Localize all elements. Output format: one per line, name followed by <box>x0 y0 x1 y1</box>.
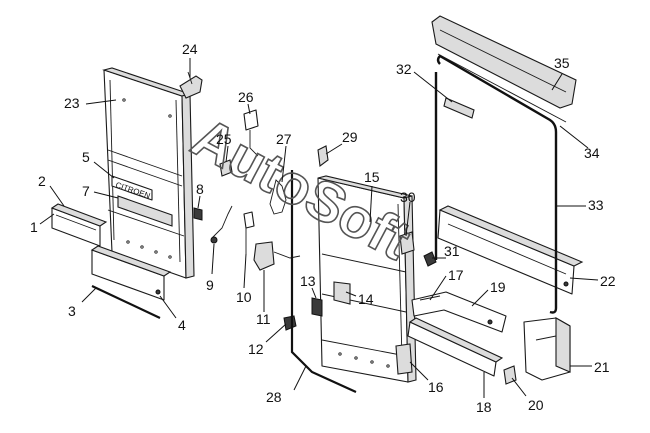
left-rear-door: CITROEN <box>102 67 195 279</box>
part-35-trim <box>431 15 577 123</box>
callout-13: 13 <box>300 273 316 289</box>
callout-20: 20 <box>528 397 544 413</box>
callout-24: 24 <box>182 41 198 57</box>
part-21-block <box>523 317 571 381</box>
callout-3: 3 <box>68 303 76 319</box>
callout-33: 33 <box>588 197 604 213</box>
callout-19: 19 <box>490 279 506 295</box>
callout-22: 22 <box>600 273 616 289</box>
part-18-bar <box>407 317 504 377</box>
callout-25: 25 <box>216 131 232 147</box>
callout-30: 30 <box>400 189 416 205</box>
part-33-seal <box>436 54 558 314</box>
hinge-parts <box>395 231 437 375</box>
callout-27: 27 <box>276 131 292 147</box>
callout-15: 15 <box>364 169 380 185</box>
callout-11: 11 <box>256 311 271 327</box>
callout-9: 9 <box>206 277 214 293</box>
callout-7: 7 <box>82 183 90 199</box>
callout-32: 32 <box>396 61 412 77</box>
callout-8: 8 <box>196 181 204 197</box>
callout-18: 18 <box>476 399 492 415</box>
callout-4: 4 <box>178 317 186 333</box>
callout-16: 16 <box>428 379 444 395</box>
part-1-plate <box>50 203 108 247</box>
callout-34: 34 <box>584 145 600 161</box>
callout-labels: 1 2 3 4 5 7 8 9 10 11 12 13 14 15 16 17 … <box>30 41 616 415</box>
callout-1: 1 <box>30 219 38 235</box>
part-22-bracket <box>437 205 584 295</box>
callout-26: 26 <box>238 89 254 105</box>
watermark: AutoSoft <box>182 105 420 272</box>
part-4-lower-panel <box>90 245 172 301</box>
callout-10: 10 <box>236 289 252 305</box>
part-28-rod <box>290 170 357 394</box>
callout-5: 5 <box>82 149 90 165</box>
callout-23: 23 <box>64 95 80 111</box>
callout-35: 35 <box>554 55 570 71</box>
small-parts-upper <box>219 109 329 215</box>
part-3-rod <box>91 285 161 319</box>
callout-14: 14 <box>358 291 374 307</box>
callout-21: 21 <box>594 359 610 375</box>
callout-28: 28 <box>266 389 282 405</box>
callout-12: 12 <box>248 341 264 357</box>
callout-29: 29 <box>342 129 358 145</box>
small-parts-left <box>193 205 301 331</box>
part-32-light <box>443 97 475 119</box>
right-rear-door <box>311 175 417 383</box>
leader-lines <box>39 58 599 398</box>
callout-2: 2 <box>38 173 46 189</box>
callout-31: 31 <box>444 243 460 259</box>
callout-17: 17 <box>448 267 464 283</box>
part-19-bracket <box>411 291 507 333</box>
